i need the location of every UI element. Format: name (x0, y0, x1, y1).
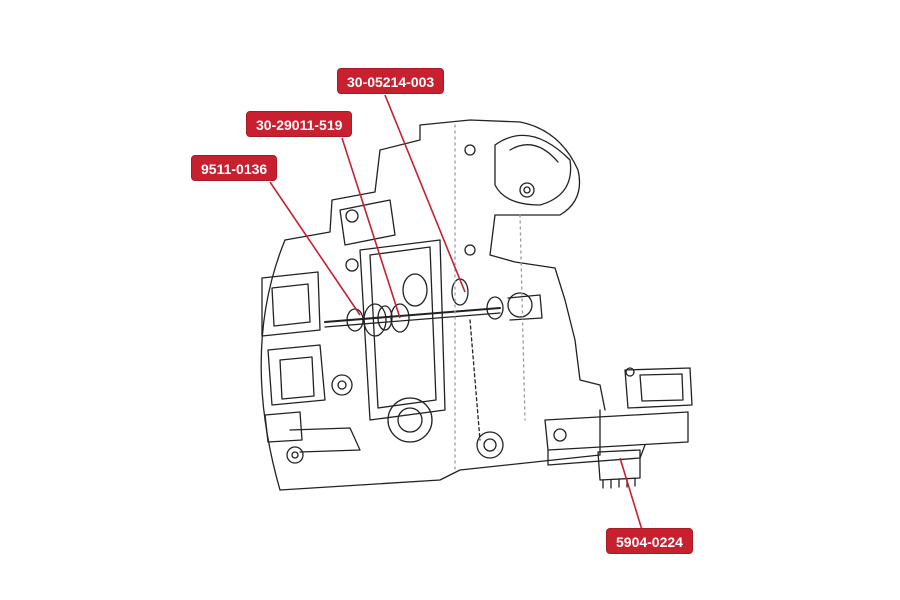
callout-5904-0224[interactable]: 5904-0224 (606, 528, 693, 554)
leader-line-5904-0224 (619, 457, 643, 531)
callout-9511-0136[interactable]: 9511-0136 (191, 155, 278, 181)
leader-line-9511-0136 (269, 181, 361, 316)
leader-lines (269, 94, 643, 531)
callout-30-29011-519[interactable]: 30-29011-519 (246, 111, 353, 137)
engine-block-drawing (260, 119, 693, 491)
leader-line-30-29011-519 (341, 137, 401, 319)
callout-30-05214-003[interactable]: 30-05214-003 (337, 68, 445, 94)
leader-line-30-05214-003 (384, 94, 466, 293)
